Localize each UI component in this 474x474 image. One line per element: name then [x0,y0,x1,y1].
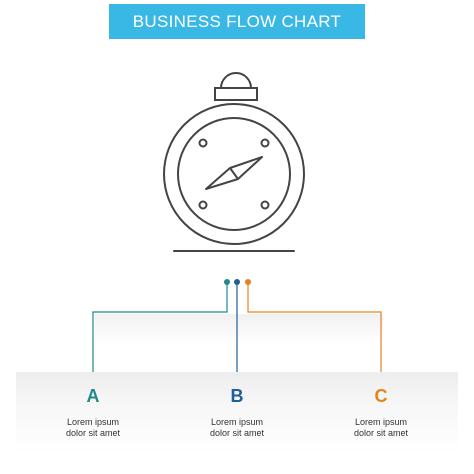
step-text-line2: dolor sit amet [65,428,121,438]
connectors [92,284,382,376]
step-text-line1: Lorem ipsum [354,417,408,427]
step-card-c: C Lorem ipsum dolor sit amet [304,372,458,454]
compass-needle-icon [205,156,263,190]
step-letter-b: B [230,386,244,406]
step-card-b: B Lorem ipsum dolor sit amet [160,372,314,454]
crown-cap-icon [219,72,253,89]
step-text-line1: Lorem ipsum [66,417,120,427]
connector-dot-b [234,279,240,285]
step-text-line2: dolor sit amet [209,428,265,438]
dot-icon [198,138,208,148]
crown-icon [214,87,258,101]
step-text-b: Lorem ipsum dolor sit amet [160,417,314,439]
dot-icon [260,200,270,210]
stopwatch-compass-icon [163,72,305,252]
title-banner: BUSINESS FLOW CHART [109,4,365,39]
outer-ring-icon [163,103,305,245]
step-letter-c: C [374,386,388,406]
connector-shadow [95,314,383,344]
connector-dot-c [245,279,251,285]
connector-a [92,284,228,376]
dot-icon [198,200,208,210]
connector-c [247,284,382,376]
step-text-c: Lorem ipsum dolor sit amet [304,417,458,439]
step-text-line1: Lorem ipsum [210,417,264,427]
step-text-line2: dolor sit amet [353,428,409,438]
inner-ring-icon [177,117,291,231]
step-letter-a: A [86,386,100,406]
step-text-a: Lorem ipsum dolor sit amet [16,417,170,439]
chart-title: BUSINESS FLOW CHART [132,11,342,31]
step-card-a: A Lorem ipsum dolor sit amet [16,372,170,454]
dot-icon [260,138,270,148]
connector-dot-a [224,279,230,285]
